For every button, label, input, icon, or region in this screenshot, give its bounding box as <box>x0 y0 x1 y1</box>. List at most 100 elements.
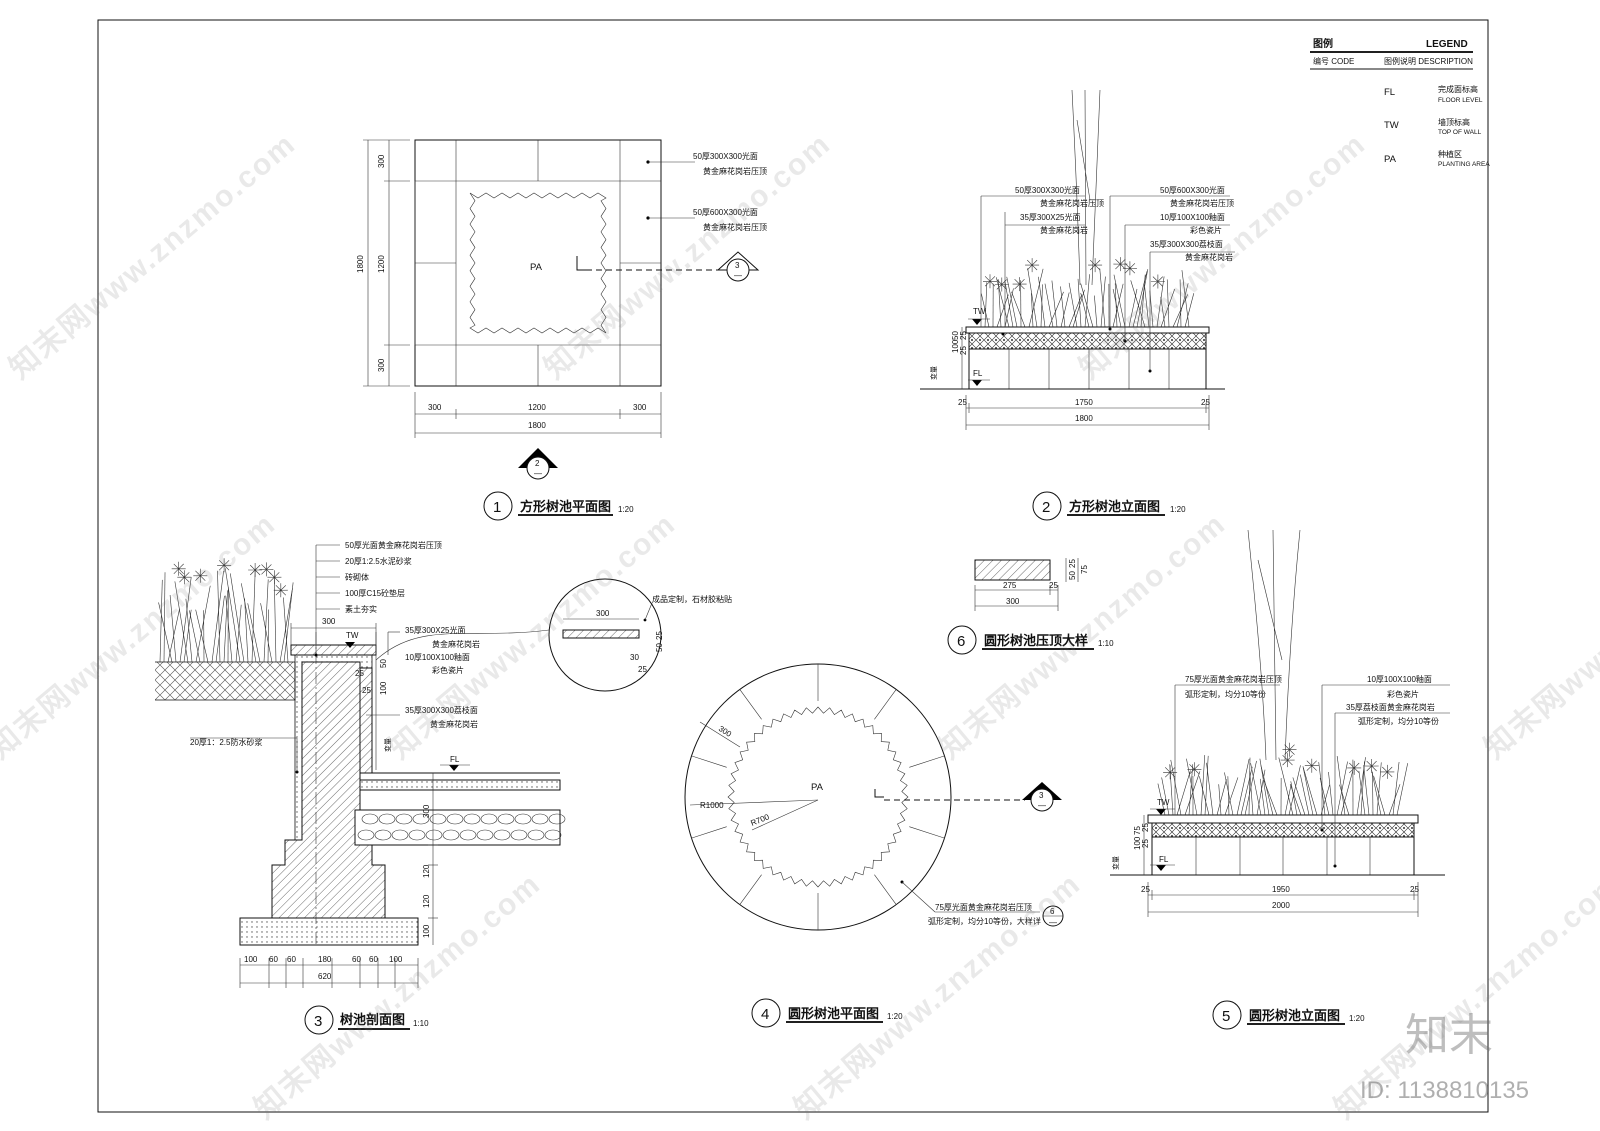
d2-title: 方形树池立面图 <box>1069 499 1160 514</box>
d2-dim-v2: 100 <box>951 339 960 353</box>
d2-note-left-3: 35厚300X25光面 <box>1020 212 1080 222</box>
legend-code-pa: PA <box>1384 154 1397 165</box>
legend-desc-pa-en: PLANTING AREA <box>1438 161 1490 168</box>
d3-dim-b2: 60 <box>269 955 278 964</box>
d6-dim-v2: 50 <box>1068 571 1077 580</box>
d3-layer-5: 素土夯实 <box>345 604 377 614</box>
d1-note2-line1: 50厚600X300光面 <box>693 207 758 217</box>
d6-title: 圆形树池压顶大样 <box>984 633 1088 648</box>
d3-detail-dim-top: 300 <box>596 609 610 618</box>
d5-dim-v3: 25 <box>1141 823 1150 832</box>
d2-dim-b3: 25 <box>1201 398 1210 407</box>
d6-dim-v1: 75 <box>1080 565 1089 574</box>
d3-detail-dim-1: 50 <box>655 643 664 652</box>
d3-dim-b4: 180 <box>318 955 332 964</box>
d1-dim-left-total: 1800 <box>356 255 365 273</box>
d4-label-pa: PA <box>811 782 824 793</box>
d1-section-ref-bottom: — <box>734 271 742 280</box>
d1-dim-left-1: 300 <box>377 154 386 168</box>
d4-note-1: 75厚光面黄金麻花岗岩压顶 <box>935 902 1032 912</box>
d3-note-right-1: 35厚300X25光面 <box>405 625 465 635</box>
d4-detail-ref-top: 6 <box>1050 907 1055 916</box>
d4-dim-300: 300 <box>717 724 734 739</box>
d2-note-right-6: 黄金麻花岗岩 <box>1185 252 1233 262</box>
legend-col-desc: 图例说明 DESCRIPTION <box>1384 56 1473 66</box>
d3-detail-dim-2: 25 <box>655 631 664 640</box>
d1-elev-ref-bottom: — <box>534 469 542 478</box>
d2-dim-v1: 50 <box>951 331 960 340</box>
d4-r-inner: R700 <box>749 812 771 828</box>
d4-r-outer: R1000 <box>700 801 724 810</box>
d5-dim-b2: 1950 <box>1272 885 1290 894</box>
d2-note-right-3: 10厚100X100釉面 <box>1160 212 1225 222</box>
d3-dim-vb4: 100 <box>422 924 431 938</box>
d3-dim-v3: 25 <box>362 686 371 695</box>
d2-scale: 1:20 <box>1170 505 1186 514</box>
d3-label-fl: FL <box>450 755 460 764</box>
d2-label-fl: FL <box>973 369 983 378</box>
d6-dim-total: 300 <box>1006 597 1020 606</box>
d3-dim-b6: 60 <box>369 955 378 964</box>
d2-dim-b2: 1750 <box>1075 398 1093 407</box>
legend-desc-fl-cn: 完成面标高 <box>1438 84 1478 94</box>
d6-scale: 1:10 <box>1098 639 1114 648</box>
legend-desc-tw-cn: 墙顶标高 <box>1438 117 1470 127</box>
legend-title-cn: 图例 <box>1313 37 1333 50</box>
watermark-text-3: 知末网www.znzmo.com <box>1073 127 1372 385</box>
d2-note-left-2: 黄金麻花岗岩压顶 <box>1040 198 1104 208</box>
d3-note-right-3: 10厚100X100釉面 <box>405 652 470 662</box>
legend-code-tw: TW <box>1384 120 1399 131</box>
watermark-id: ID: 1138810135 <box>1360 1077 1529 1104</box>
d4-section-ref-bottom: — <box>1038 801 1046 810</box>
d5-note-right-2: 彩色瓷片 <box>1387 689 1419 699</box>
d1-dim-bottom-3: 300 <box>633 403 647 412</box>
d2-number: 2 <box>1042 499 1050 516</box>
d1-note1-line2: 黄金麻花岗岩压顶 <box>703 166 767 176</box>
watermark-text-6: 知末网www.znzmo.com <box>933 507 1232 765</box>
d1-elev-ref-top: 2 <box>535 459 540 468</box>
d3-dim-b1: 100 <box>244 955 258 964</box>
d3-dim-v4: 100 <box>379 681 388 695</box>
d3-dim-top: 300 <box>322 617 336 626</box>
d1-dim-bottom-total: 1800 <box>528 421 546 430</box>
d3-detail-dim-3: 30 <box>630 653 639 662</box>
d6-number: 6 <box>957 633 965 650</box>
d1-label-pa: PA <box>530 262 543 273</box>
d1-dim-left-2: 1200 <box>377 255 386 273</box>
d3-label-var: 变量 <box>383 738 392 752</box>
legend-desc-pa-cn: 种植区 <box>1438 149 1462 159</box>
d3-dim-vb3: 120 <box>422 894 431 908</box>
d2-note-right-4: 彩色瓷片 <box>1190 225 1222 235</box>
d3-dim-b5: 60 <box>352 955 361 964</box>
d1-note2-line2: 黄金麻花岗岩压顶 <box>703 222 767 232</box>
d3-layer-2: 20厚1:2.5水泥砂浆 <box>345 556 412 566</box>
d1-section-ref-top: 3 <box>735 261 740 270</box>
d3-note-right2-1: 35厚300X300荔枝面 <box>405 705 478 715</box>
sheet-frame <box>97 19 1489 1113</box>
d2-note-right-2: 黄金麻花岗岩压顶 <box>1170 198 1234 208</box>
d3-detail-note: 成品定制，石材胶粘贴 <box>652 594 732 604</box>
d1-title: 方形树池平面图 <box>520 499 611 514</box>
d1-scale: 1:20 <box>618 505 634 514</box>
d2-dim-total: 1800 <box>1075 414 1093 423</box>
d2-label-var: 变量 <box>929 366 938 380</box>
d4-detail-ref-bottom: — <box>1049 918 1057 927</box>
d3-layer-1: 50厚光面黄金麻花岗岩压顶 <box>345 540 442 550</box>
d5-note-left-2: 弧形定制，均分10等份 <box>1185 689 1266 699</box>
d3-dim-total: 620 <box>318 972 332 981</box>
legend-title-en: LEGEND <box>1426 39 1468 50</box>
d1-note1-line1: 50厚300X300光面 <box>693 151 758 161</box>
legend: 图例 LEGEND 编号 CODE 图例说明 DESCRIPTION FL 完成… <box>1310 37 1490 168</box>
d3-dim-vb1: 300 <box>422 804 431 818</box>
d5-dim-total: 2000 <box>1272 901 1290 910</box>
drawing-3-section: 50厚光面黄金麻花岗岩压顶 20厚1:2.5水泥砂浆 砖砌体 100厚C15砼垫… <box>155 540 732 1035</box>
drawing-1-square-plan: PA 3 — 50厚300X300光面 黄金麻花岗岩压顶 50厚600X300光… <box>356 139 767 521</box>
d5-dim-b3: 25 <box>1410 885 1419 894</box>
d3-note-left: 20厚1：2.5防水砂浆 <box>190 737 262 747</box>
d4-note-2: 弧形定制，均分10等份，大样详 <box>928 916 1041 926</box>
legend-desc-tw-en: TOP OF WALL <box>1438 129 1482 136</box>
d2-dim-v4: 25 <box>959 346 968 355</box>
d2-note-right-5: 35厚300X300荔枝面 <box>1150 239 1223 249</box>
d3-layer-3: 砖砌体 <box>345 572 369 582</box>
d5-dim-v1: 75 <box>1133 826 1142 835</box>
